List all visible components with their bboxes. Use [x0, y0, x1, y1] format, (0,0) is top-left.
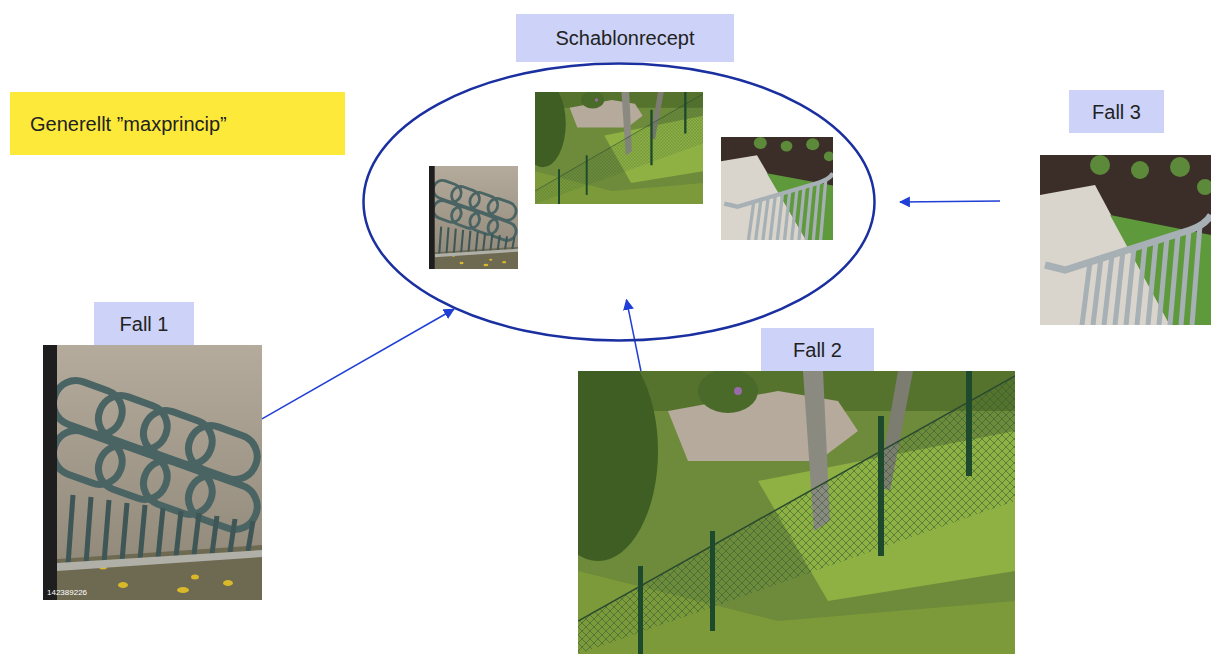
- label-chip: Schablonrecept: [516, 14, 734, 62]
- node-text: Fall 1: [120, 312, 169, 336]
- node-text: Schablonrecept: [556, 26, 695, 50]
- arrow-connector: [900, 201, 1000, 202]
- fence-thumbnail: [520, 80, 703, 204]
- arrow-connector: [627, 300, 641, 371]
- arrow-connector: [262, 309, 454, 419]
- case-photo: Fall 3: [1040, 155, 1211, 325]
- principle-box: Generellt ”maxprincip”: [10, 92, 345, 155]
- case-photo: Fall 1: [43, 345, 262, 600]
- railing-thumbnail: [721, 137, 834, 240]
- fence-photo: [538, 341, 1015, 654]
- bike-rack-thumbnail: [429, 166, 519, 269]
- node-text: Fall 3: [1092, 100, 1141, 124]
- case-photo: Fall 2: [578, 371, 1015, 654]
- railing-photo: [1040, 155, 1211, 325]
- bike-rack-photo: [43, 345, 263, 600]
- node-text: Generellt ”maxprincip”: [30, 112, 227, 136]
- ellipse-line: [364, 64, 875, 341]
- node-text: Fall 2: [793, 338, 842, 362]
- template-ellipse: Schablonrecept: [362, 62, 876, 342]
- label-chip: Fall 1: [94, 302, 194, 345]
- ellipse-outline: [362, 62, 876, 342]
- label-chip: Fall 3: [1069, 90, 1164, 133]
- label-chip: Fall 2: [761, 328, 874, 371]
- watermark: 142389226: [47, 588, 87, 597]
